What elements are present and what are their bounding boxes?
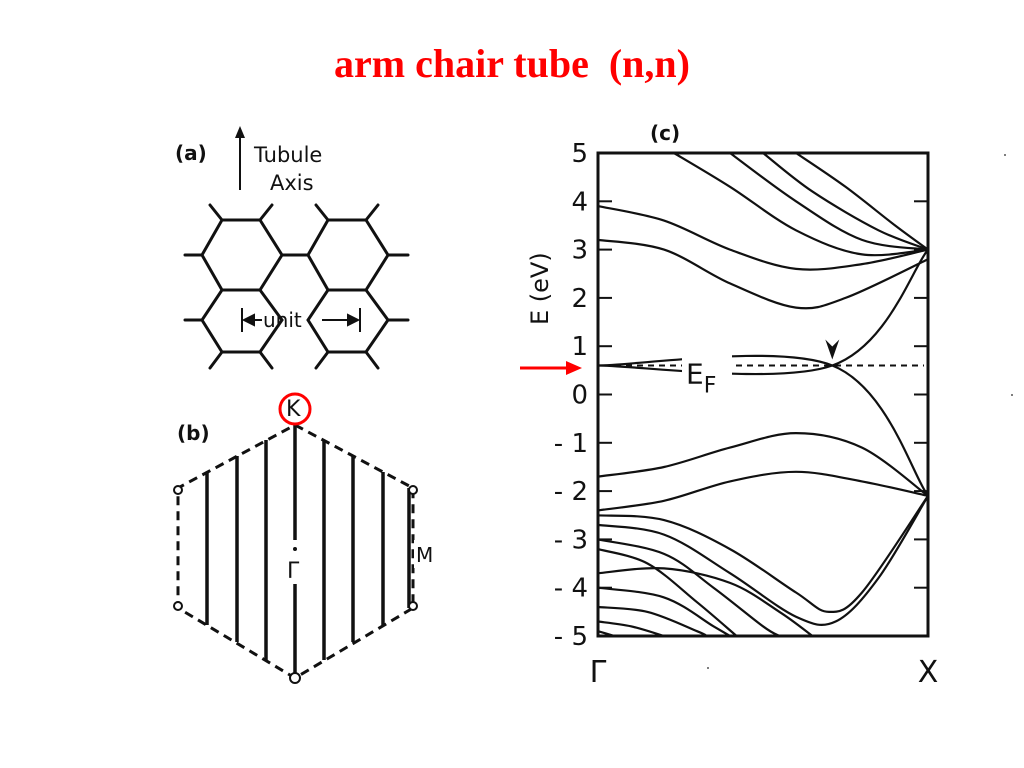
tubule-axis-label-2: Axis [270, 171, 314, 195]
fermi-level-label: EF [686, 358, 716, 399]
gamma-point [293, 547, 297, 551]
panel-a: (a) Tubule Axis [175, 126, 410, 370]
panel-b-label: (b) [177, 421, 210, 445]
band-line-9 [597, 431, 929, 497]
band-line-5 [673, 152, 929, 257]
panel-b: (b) Γ M K [173, 392, 440, 684]
fermi-label-bg [682, 351, 732, 392]
band-line-4 [597, 205, 929, 271]
band-line-2 [597, 354, 929, 497]
y-tick-label: 3 [571, 236, 588, 266]
hexagon-lattice [183, 203, 410, 370]
band-line-14 [597, 548, 738, 637]
x-tick-label: Γ [590, 655, 607, 690]
up-arrow-icon [235, 126, 245, 190]
y-axis-label: E (eV) [526, 252, 554, 325]
scan-speck [707, 667, 709, 669]
scan-speck [1011, 394, 1013, 396]
crossing-arrow-icon [825, 339, 840, 360]
y-tick-label: 4 [571, 187, 588, 217]
zone-corner-circles [173, 485, 418, 684]
y-tick-label: - 3 [554, 525, 588, 555]
panel-a-label: (a) [175, 141, 207, 165]
band-line-18 [597, 620, 665, 638]
y-tick-label: - 4 [554, 574, 588, 604]
unit-label: unit [263, 308, 302, 332]
y-tick-labels: 5 4 3 2 1 0 - 1 - 2 - 3 - 4 - 5 [554, 139, 588, 652]
band-line-12 [597, 495, 929, 627]
gamma-label-bg [284, 542, 306, 584]
scan-speck [1004, 154, 1006, 156]
band-line-11 [597, 495, 929, 614]
band-line-10 [597, 470, 929, 512]
band-line-15 [597, 567, 814, 637]
y-tick-label: - 1 [554, 429, 588, 459]
band-line-13 [597, 538, 781, 637]
y-tick-label: 2 [571, 284, 588, 314]
band-line-7 [762, 152, 929, 251]
x-tick-label: X [918, 655, 939, 690]
y-tick-label: - 2 [554, 477, 588, 507]
y-tick-label: 0 [571, 381, 588, 411]
m-point-label: M [416, 543, 433, 567]
chart-title: (c) [650, 121, 680, 145]
band-line-3 [597, 238, 929, 310]
fermi-pointer-arrow-icon [520, 361, 582, 375]
band-line-16 [597, 586, 731, 637]
band-lines [597, 152, 929, 638]
y-tick-label: 5 [571, 139, 588, 169]
allowed-k-lines [205, 425, 411, 678]
band-line-6 [729, 152, 929, 251]
m-label-bg [414, 540, 440, 568]
plot-frame [596, 151, 930, 638]
unit-cell-marker [241, 308, 361, 332]
y-tick-label: - 5 [554, 622, 588, 652]
slide-title: arm chair tube (n,n) [334, 41, 690, 86]
tubule-axis-label: Tubule [253, 143, 322, 167]
k-point-label: K [286, 397, 301, 422]
y-tick-label: 1 [571, 332, 588, 362]
k-point-highlight-circle [278, 392, 312, 426]
gamma-point-label: Γ [287, 559, 300, 584]
band-line-1 [597, 248, 929, 376]
band-line-8 [795, 152, 929, 251]
